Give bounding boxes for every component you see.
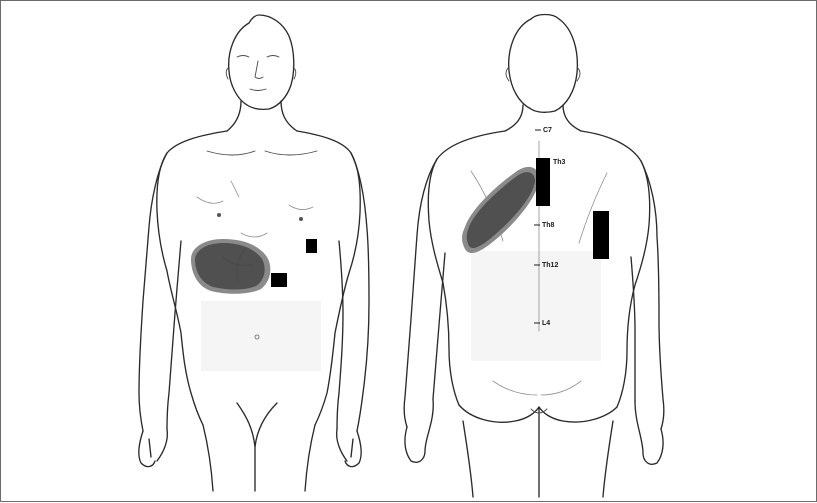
back-right-arm-outer — [641, 161, 664, 429]
back-left-hand — [405, 399, 433, 462]
front-left-leg — [203, 425, 213, 491]
front-chest-hatching — [231, 181, 267, 237]
back-neck-right — [563, 105, 581, 131]
spine-label-l4: L4 — [542, 320, 550, 327]
front-neck-left — [227, 101, 241, 131]
front-right-arm-inner — [337, 241, 343, 429]
front-right-pectoral — [289, 205, 313, 210]
back-right-leg — [603, 421, 613, 497]
spine-label-th3: Th3 — [553, 159, 566, 166]
front-right-nipple — [299, 217, 303, 221]
front-left-collarbone — [207, 151, 255, 155]
back-head-outline — [509, 15, 578, 113]
spine-label-c7: C7 — [543, 127, 552, 134]
back-background-ghost — [471, 251, 601, 361]
front-neck-right — [281, 101, 297, 131]
front-left-arm-inner — [167, 241, 181, 429]
front-left-arm-outer — [139, 153, 167, 431]
back-body-figure: C7 Th3 Th8 Th12 L4 — [404, 15, 664, 498]
front-left-eye — [237, 56, 249, 58]
front-right-eye — [267, 56, 279, 58]
front-mouth — [250, 89, 266, 91]
back-right-hand — [635, 401, 663, 464]
front-left-hand — [139, 429, 168, 467]
back-right-arm-inner — [631, 257, 635, 401]
back-left-arm-outer — [404, 159, 437, 427]
front-background-ghost — [201, 301, 321, 371]
spine-label-th8: Th8 — [542, 222, 555, 229]
back-right-hip-line — [541, 381, 581, 395]
front-groin — [237, 403, 277, 491]
front-right-flank-marker — [306, 239, 317, 253]
front-right-side-outline — [297, 131, 360, 425]
front-body-figure — [139, 15, 369, 491]
front-right-hand — [337, 429, 362, 467]
back-buttocks — [459, 405, 617, 422]
front-nose — [255, 61, 263, 79]
front-gallbladder-marker — [271, 273, 287, 287]
spine-label-th12: Th12 — [542, 262, 558, 269]
front-left-nipple — [217, 213, 221, 217]
front-left-pectoral — [197, 197, 223, 203]
front-right-collarbone — [265, 151, 317, 155]
front-right-leg — [305, 425, 315, 491]
back-thoracic-marker — [536, 158, 550, 206]
front-head-outline — [229, 15, 294, 109]
back-neck-left — [505, 105, 523, 131]
back-right-lateral-marker — [593, 211, 609, 259]
back-left-hip-line — [493, 381, 537, 395]
back-left-arm-inner — [433, 253, 445, 399]
back-left-leg — [463, 421, 473, 497]
